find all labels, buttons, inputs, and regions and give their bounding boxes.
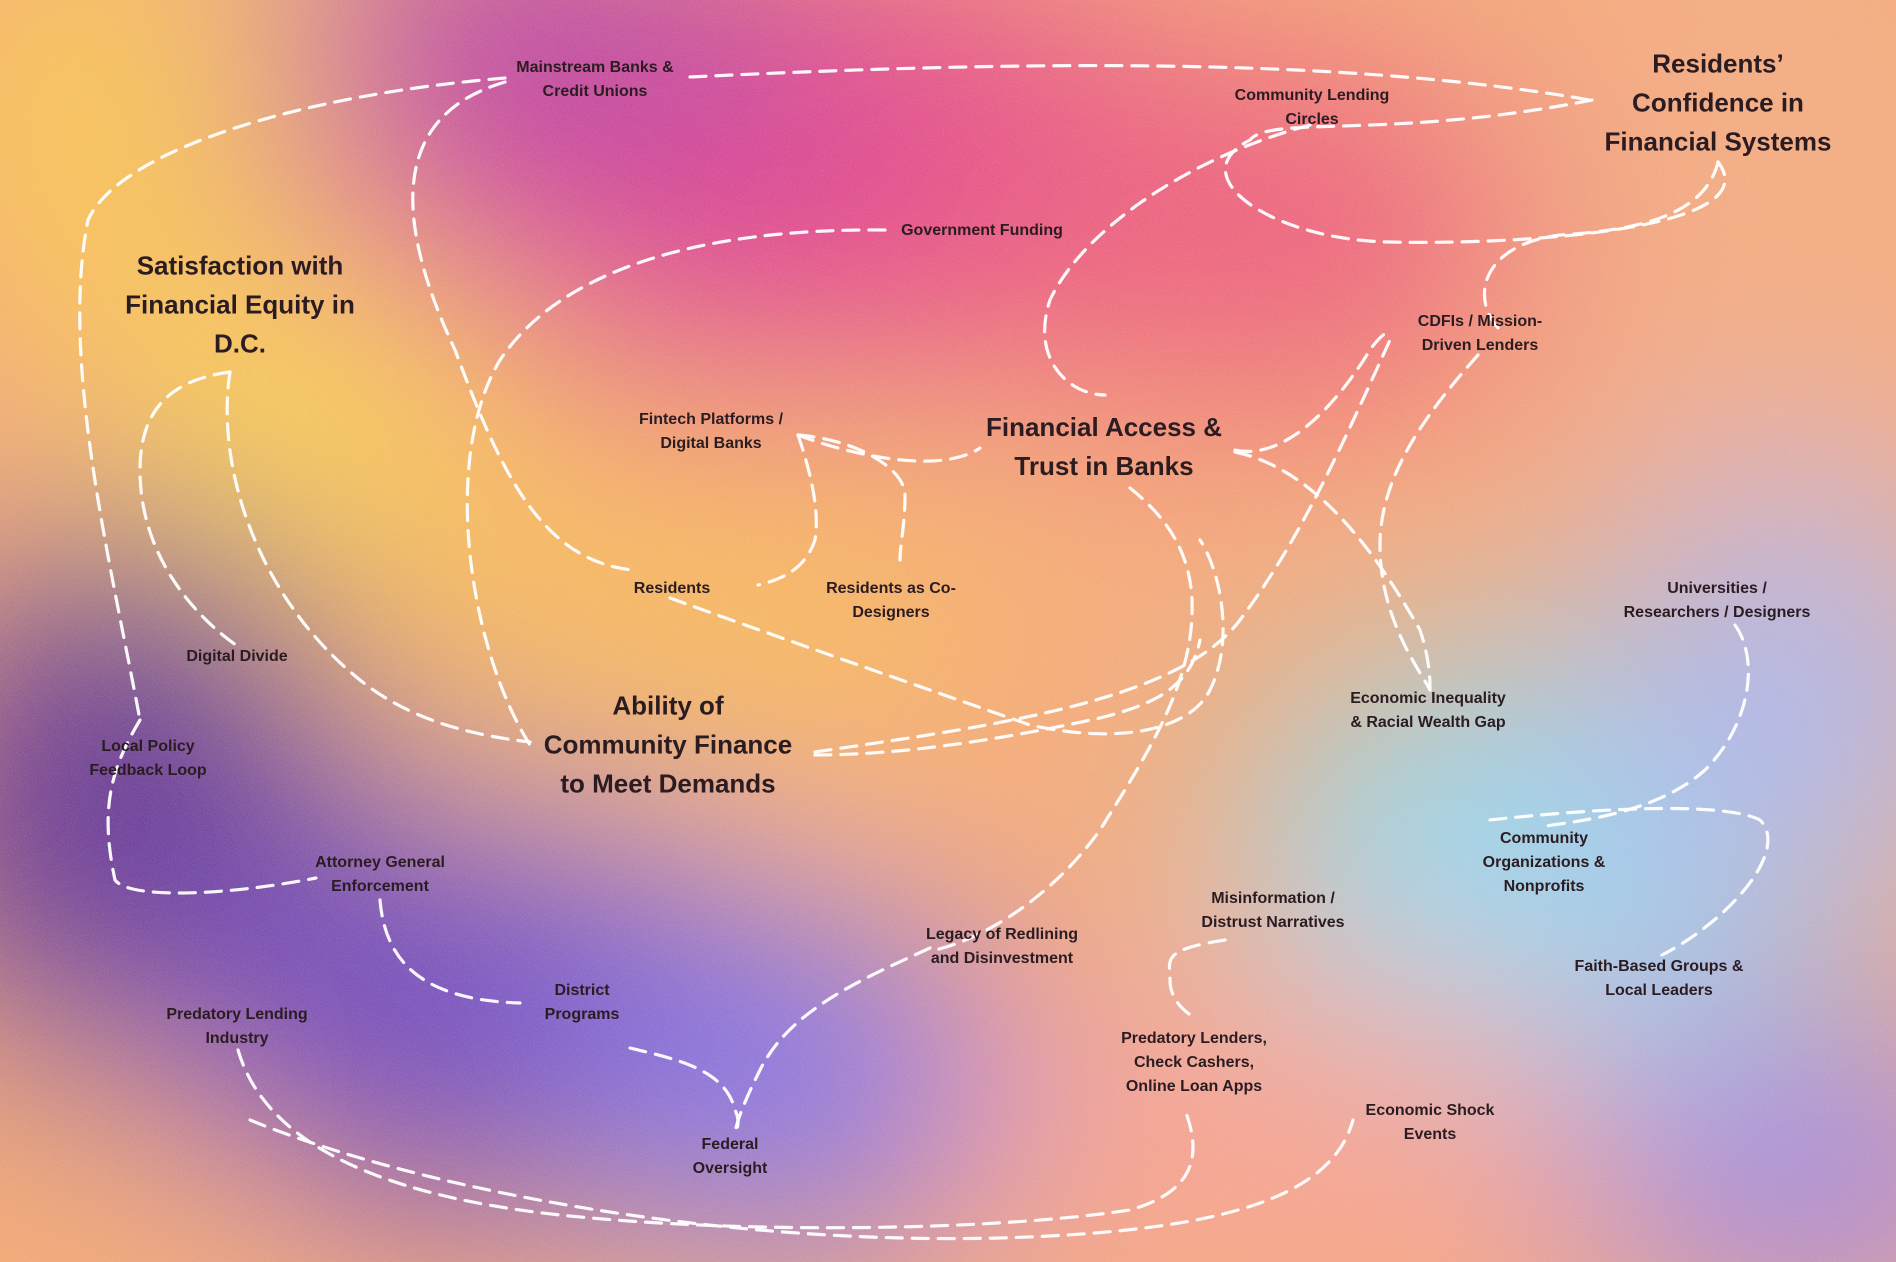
actor-district-programs: District Programs (544, 982, 620, 1023)
actor-mainstream-banks: Mainstream Banks & Credit Unions (516, 59, 674, 100)
connector-ag-district (378, 898, 522, 1005)
connector-fintech-residents (756, 433, 818, 587)
connector-district-federal (628, 1046, 740, 1137)
connector-access-redlining (933, 486, 1194, 952)
connector-mainstream-confidence (688, 63, 1592, 102)
connector-mainstream-satisfaction (78, 76, 507, 722)
actor-redlining: Legacy of Redlining and Disinvestment (925, 926, 1078, 967)
connector-community-faith (1488, 806, 1770, 957)
connector-lending-circles (1043, 123, 1312, 397)
actor-attorney-general: Attorney General Enforcement (315, 854, 445, 895)
actor-predatory-lenders: Predatory Lenders, Check Cashers, Online… (1121, 1030, 1267, 1095)
actor-digital-divide: Digital Divide (186, 648, 288, 665)
connector-residents-inequality (668, 538, 1225, 736)
connector-cdfis-inequality (1378, 353, 1480, 692)
connector-universities-community (1543, 623, 1750, 828)
actor-economic-shock: Economic Shock Events (1365, 1102, 1495, 1143)
main-factor-ability: Ability of Community Finance to Meet Dem… (543, 690, 793, 799)
connector-access-inequality (1233, 450, 1432, 692)
connector-misinformation-predatory (1167, 938, 1227, 1020)
connector-local-policy-ag (106, 718, 318, 895)
actor-predatory-lending-industry: Predatory Lending Industry (166, 1006, 308, 1047)
main-factor-access: Financial Access & Trust in Banks (985, 412, 1223, 481)
connector-satisfaction-digital-divide (138, 370, 238, 647)
actor-cdfis: CDFIs / Mission- Driven Lenders (1417, 313, 1543, 354)
connector-redlining-federal (733, 946, 932, 1137)
actor-misinformation: Misinformation / Distrust Narratives (1201, 890, 1345, 931)
connector-fintech-access (796, 433, 982, 463)
connector-ability-cdfis (813, 338, 1392, 754)
connector-access-cdfis (1233, 328, 1394, 453)
actor-community-organizations: Community Organizations & Nonprofits (1482, 830, 1606, 895)
connector-confidence-loop (1224, 98, 1727, 244)
main-factor-confidence: Residents’ Confidence in Financial Syste… (1604, 48, 1832, 157)
connector-mainstream-residents (411, 80, 634, 572)
main-factor-satisfaction: Satisfaction with Financial Equity in D.… (125, 250, 355, 359)
actor-economic-inequality: Economic Inequality & Racial Wealth Gap (1350, 690, 1506, 731)
connector-confidence-cdfis (1482, 160, 1720, 332)
connector-industry-bottom-loop (236, 1048, 1195, 1230)
actor-universities: Universities / Researchers / Designers (1623, 580, 1811, 621)
actor-government-funding: Government Funding (901, 222, 1063, 239)
actor-local-policy: Local Policy Feedback Loop (89, 738, 207, 779)
actor-federal-oversight: Federal Oversight (692, 1136, 768, 1177)
actor-faith-based: Faith-Based Groups & Local Leaders (1574, 958, 1744, 999)
connector-gov-funding (465, 228, 887, 747)
connector-ability-inequality (813, 638, 1202, 757)
actor-residents-co-designers: Residents as Co- Designers (826, 580, 956, 621)
actor-community-lending-circles: Community Lending Circles (1234, 87, 1390, 128)
actor-residents: Residents (633, 580, 711, 597)
actor-fintech: Fintech Platforms / Digital Banks (638, 411, 784, 452)
connector-satisfaction-ability (225, 370, 532, 744)
connector-industry-shock (248, 1118, 1355, 1241)
